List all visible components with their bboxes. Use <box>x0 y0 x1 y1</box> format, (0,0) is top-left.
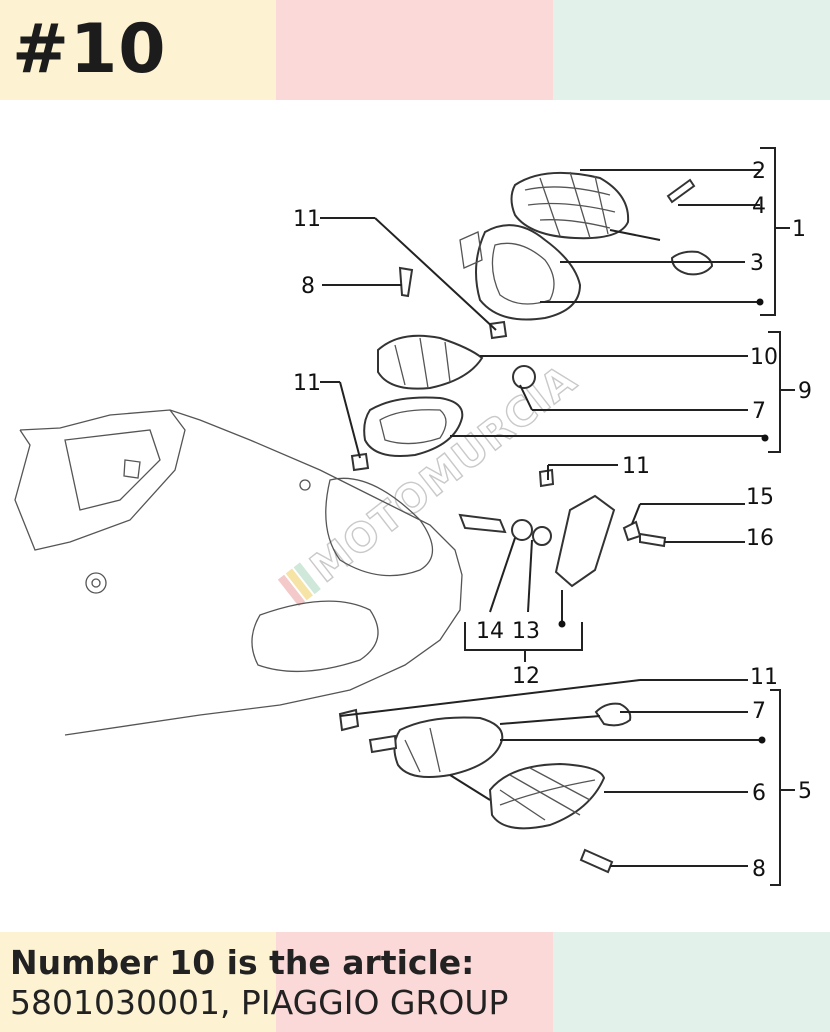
indicator-assembly-1 <box>459 171 714 321</box>
callout-10: 10 <box>750 345 778 370</box>
bulb-holder-assembly-12 <box>458 468 667 588</box>
band-segment-middle <box>276 0 553 100</box>
band-segment-left <box>0 932 276 1032</box>
callout-3: 3 <box>750 251 764 276</box>
callout-11-lower: 11 <box>750 665 778 690</box>
callout-15: 15 <box>746 485 774 510</box>
band-segment-left <box>0 0 276 100</box>
scooter-front-body <box>14 409 463 736</box>
callout-4: 4 <box>752 194 766 219</box>
indicator-assembly-5 <box>338 702 632 874</box>
reference-number-badge: #10 <box>12 10 167 89</box>
leader-lines <box>320 147 795 886</box>
watermark-logo: MOTOMURCIA <box>277 356 586 607</box>
callout-12: 12 <box>512 664 540 689</box>
caption-article-number: 5801030001, PIAGGIO GROUP <box>10 983 509 1022</box>
callout-5: 5 <box>798 779 812 804</box>
callout-2: 2 <box>752 159 766 184</box>
band-segment-right <box>553 932 830 1032</box>
band-segment-middle <box>276 932 553 1032</box>
callout-8-upper: 8 <box>301 274 315 299</box>
callout-8-lower: 8 <box>752 857 766 882</box>
callout-9: 9 <box>798 379 812 404</box>
callout-16: 16 <box>746 526 774 551</box>
callout-11-middle: 11 <box>293 371 321 396</box>
callout-7-upper: 7 <box>752 399 766 424</box>
callout-1: 1 <box>792 217 806 242</box>
callout-labels: 2 4 1 3 11 8 10 9 11 7 11 15 16 14 13 12… <box>293 159 812 882</box>
callout-6: 6 <box>752 781 766 806</box>
bottom-color-band <box>0 932 830 1032</box>
callout-7-lower: 7 <box>752 699 766 724</box>
callout-11-upper: 11 <box>293 207 321 232</box>
exploded-parts-diagram: MOTOMURCIA <box>14 147 812 886</box>
indicator-assembly-9 <box>350 266 536 472</box>
band-segment-right <box>553 0 830 100</box>
caption-heading: Number 10 is the article: <box>10 943 475 982</box>
callout-11-holder: 11 <box>622 454 650 479</box>
top-color-band <box>0 0 830 100</box>
callout-13: 13 <box>512 619 540 644</box>
callout-14: 14 <box>476 619 504 644</box>
